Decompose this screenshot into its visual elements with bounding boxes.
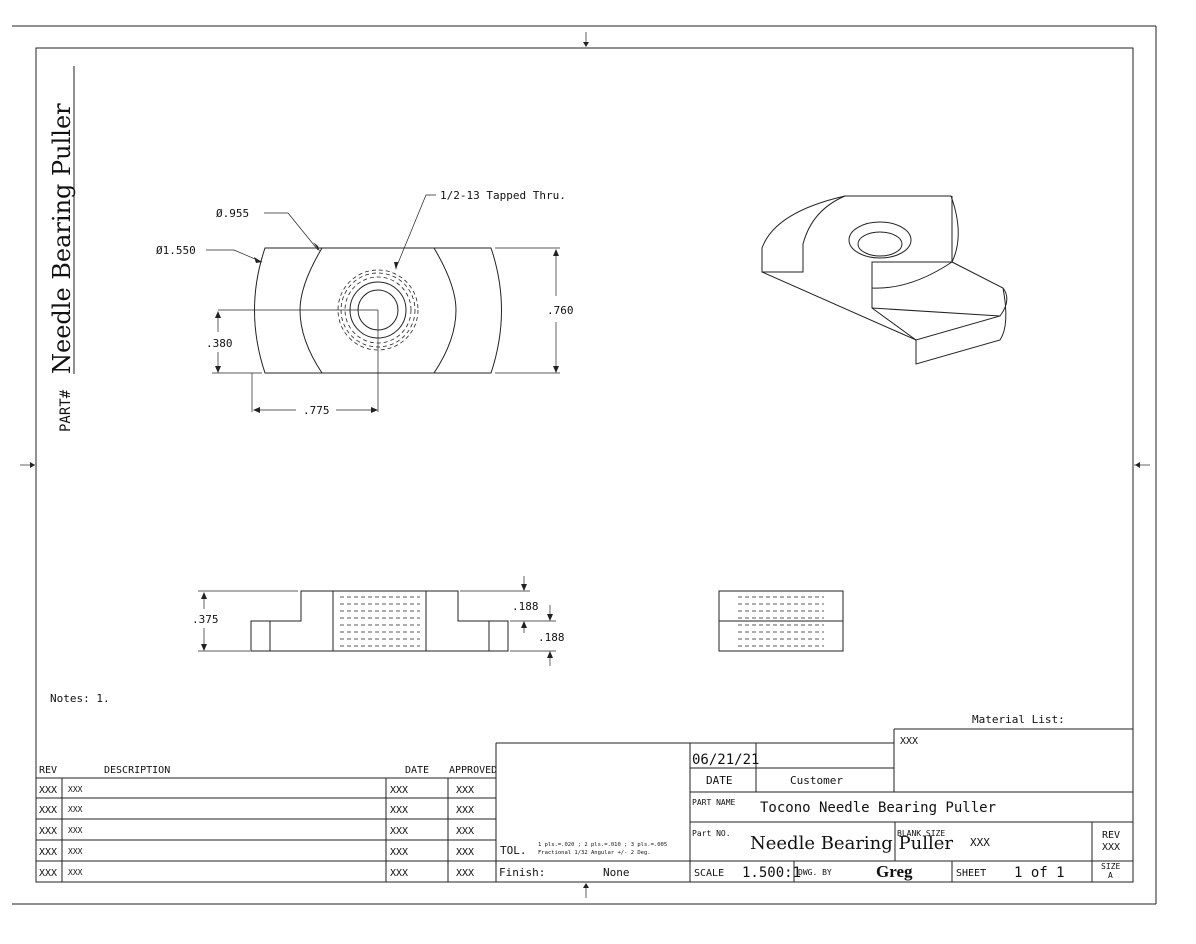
description-cell: XXX xyxy=(68,868,83,877)
sheet-value: 1 of 1 xyxy=(1014,865,1065,881)
rev-cell: XXX xyxy=(39,805,57,816)
material-list-label: Material List: xyxy=(972,713,1065,726)
rev-header: REV xyxy=(39,765,57,776)
dim-step-upper: .188 xyxy=(512,600,539,613)
approved-header: APPROVED xyxy=(449,765,497,776)
part-title: Needle Bearing Puller xyxy=(48,103,76,374)
top-view: .760 .380 .775 Ø.955 Ø1.550 1/2-13 Tappe… xyxy=(156,189,574,417)
description-header: DESCRIPTION xyxy=(104,765,170,776)
material-value: XXX xyxy=(900,736,918,747)
description-cell: XXX xyxy=(68,785,83,794)
front-view: .375 .188 .188 xyxy=(192,576,565,666)
part-name-label: PART NAME xyxy=(692,798,736,807)
title-block: 06/21/21 DATE Customer PART NAME Tocono … xyxy=(495,713,1133,882)
drawn-by-label: DWG. BY xyxy=(798,868,832,877)
size-value: A xyxy=(1108,871,1113,880)
approved-cell: XXX xyxy=(456,826,474,837)
dim-step-lower: .188 xyxy=(538,631,565,644)
sheet-label: SHEET xyxy=(956,868,986,879)
isometric-view xyxy=(761,195,1008,365)
approved-cell: XXX xyxy=(456,805,474,816)
front-thread-hidden-lines xyxy=(340,596,420,647)
date-cell: XXX xyxy=(390,805,408,816)
dim-half-width: .775 xyxy=(303,404,330,417)
approved-cell: XXX xyxy=(456,785,474,796)
date-cell: XXX xyxy=(390,847,408,858)
date-cell: XXX xyxy=(390,868,408,879)
approved-cell: XXX xyxy=(456,847,474,858)
dim-outer-diameter: Ø1.550 xyxy=(156,244,196,257)
scale-label: SCALE xyxy=(694,868,724,879)
part-label: PART# xyxy=(58,389,74,432)
rev-value: XXX xyxy=(1102,842,1120,853)
revision-table: REV DESCRIPTION DATE APPROVED XXX XXX XX… xyxy=(36,765,497,882)
blank-size-label: BLANK SIZE xyxy=(897,829,945,838)
rev-cell: XXX xyxy=(39,826,57,837)
size-label: SIZE xyxy=(1101,862,1120,871)
tol-line-2: Fractional 1/32 Angular +/- 2 Deg. xyxy=(538,850,651,856)
dim-height: .760 xyxy=(547,304,574,317)
description-cell: XXX xyxy=(68,805,83,814)
dim-half-height: .380 xyxy=(206,337,233,350)
date-label: DATE xyxy=(706,774,733,787)
part-title-vertical: PART# Needle Bearing Puller xyxy=(48,66,76,432)
rev-label: REV xyxy=(1102,830,1120,841)
dim-thickness: .375 xyxy=(192,613,219,626)
rev-cell: XXX xyxy=(39,847,57,858)
description-cell: XXX xyxy=(68,826,83,835)
dim-inner-diameter: Ø.955 xyxy=(216,207,249,220)
scale-value: 1.500:1 xyxy=(742,865,801,881)
part-name-value: Tocono Needle Bearing Puller xyxy=(760,800,996,816)
thread-callout: 1/2-13 Tapped Thru. xyxy=(440,189,566,202)
rev-cell: XXX xyxy=(39,868,57,879)
sheet-border xyxy=(12,25,1157,905)
blank-size-value: XXX xyxy=(970,836,990,849)
date-cell: XXX xyxy=(390,826,408,837)
finish-label: Finish: xyxy=(499,866,545,879)
description-cell: XXX xyxy=(68,847,83,856)
notes: Notes: 1. xyxy=(50,692,110,705)
side-view xyxy=(718,590,844,652)
tol-label: TOL. xyxy=(500,844,527,857)
date-header: DATE xyxy=(405,765,429,776)
approved-cell: XXX xyxy=(456,868,474,879)
customer-label: Customer xyxy=(790,774,843,787)
part-no-label: Part NO. xyxy=(692,829,731,838)
tol-line-1: 1 pls.=.020 ; 2 pls.=.010 ; 3 pls.=.005 xyxy=(538,842,667,848)
date-cell: XXX xyxy=(390,785,408,796)
part-no-value: Needle Bearing Puller xyxy=(750,833,953,854)
rev-cell: XXX xyxy=(39,785,57,796)
drawn-by-value: Greg xyxy=(876,862,913,881)
finish-value: None xyxy=(603,866,630,879)
date-value: 06/21/21 xyxy=(692,752,759,768)
